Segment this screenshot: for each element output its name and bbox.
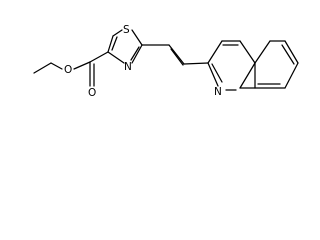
vinyl-linker — [141, 44, 209, 66]
quinoline-pyridine-ring — [207, 40, 256, 91]
quinoline-nitrogen-label: N — [214, 86, 222, 98]
ethyl-group — [33, 62, 63, 74]
thiazole-ring — [107, 29, 143, 64]
thiazole-nitrogen-label: N — [124, 61, 132, 73]
ester-group — [73, 51, 109, 87]
molecule-diagram: O O S N N — [33, 24, 299, 99]
quinoline-benzo-ring — [239, 40, 299, 89]
ester-oxygen-single-label: O — [64, 64, 72, 76]
thiazole-sulfur-label: S — [123, 24, 130, 36]
ester-oxygen-double-label: O — [88, 87, 96, 99]
